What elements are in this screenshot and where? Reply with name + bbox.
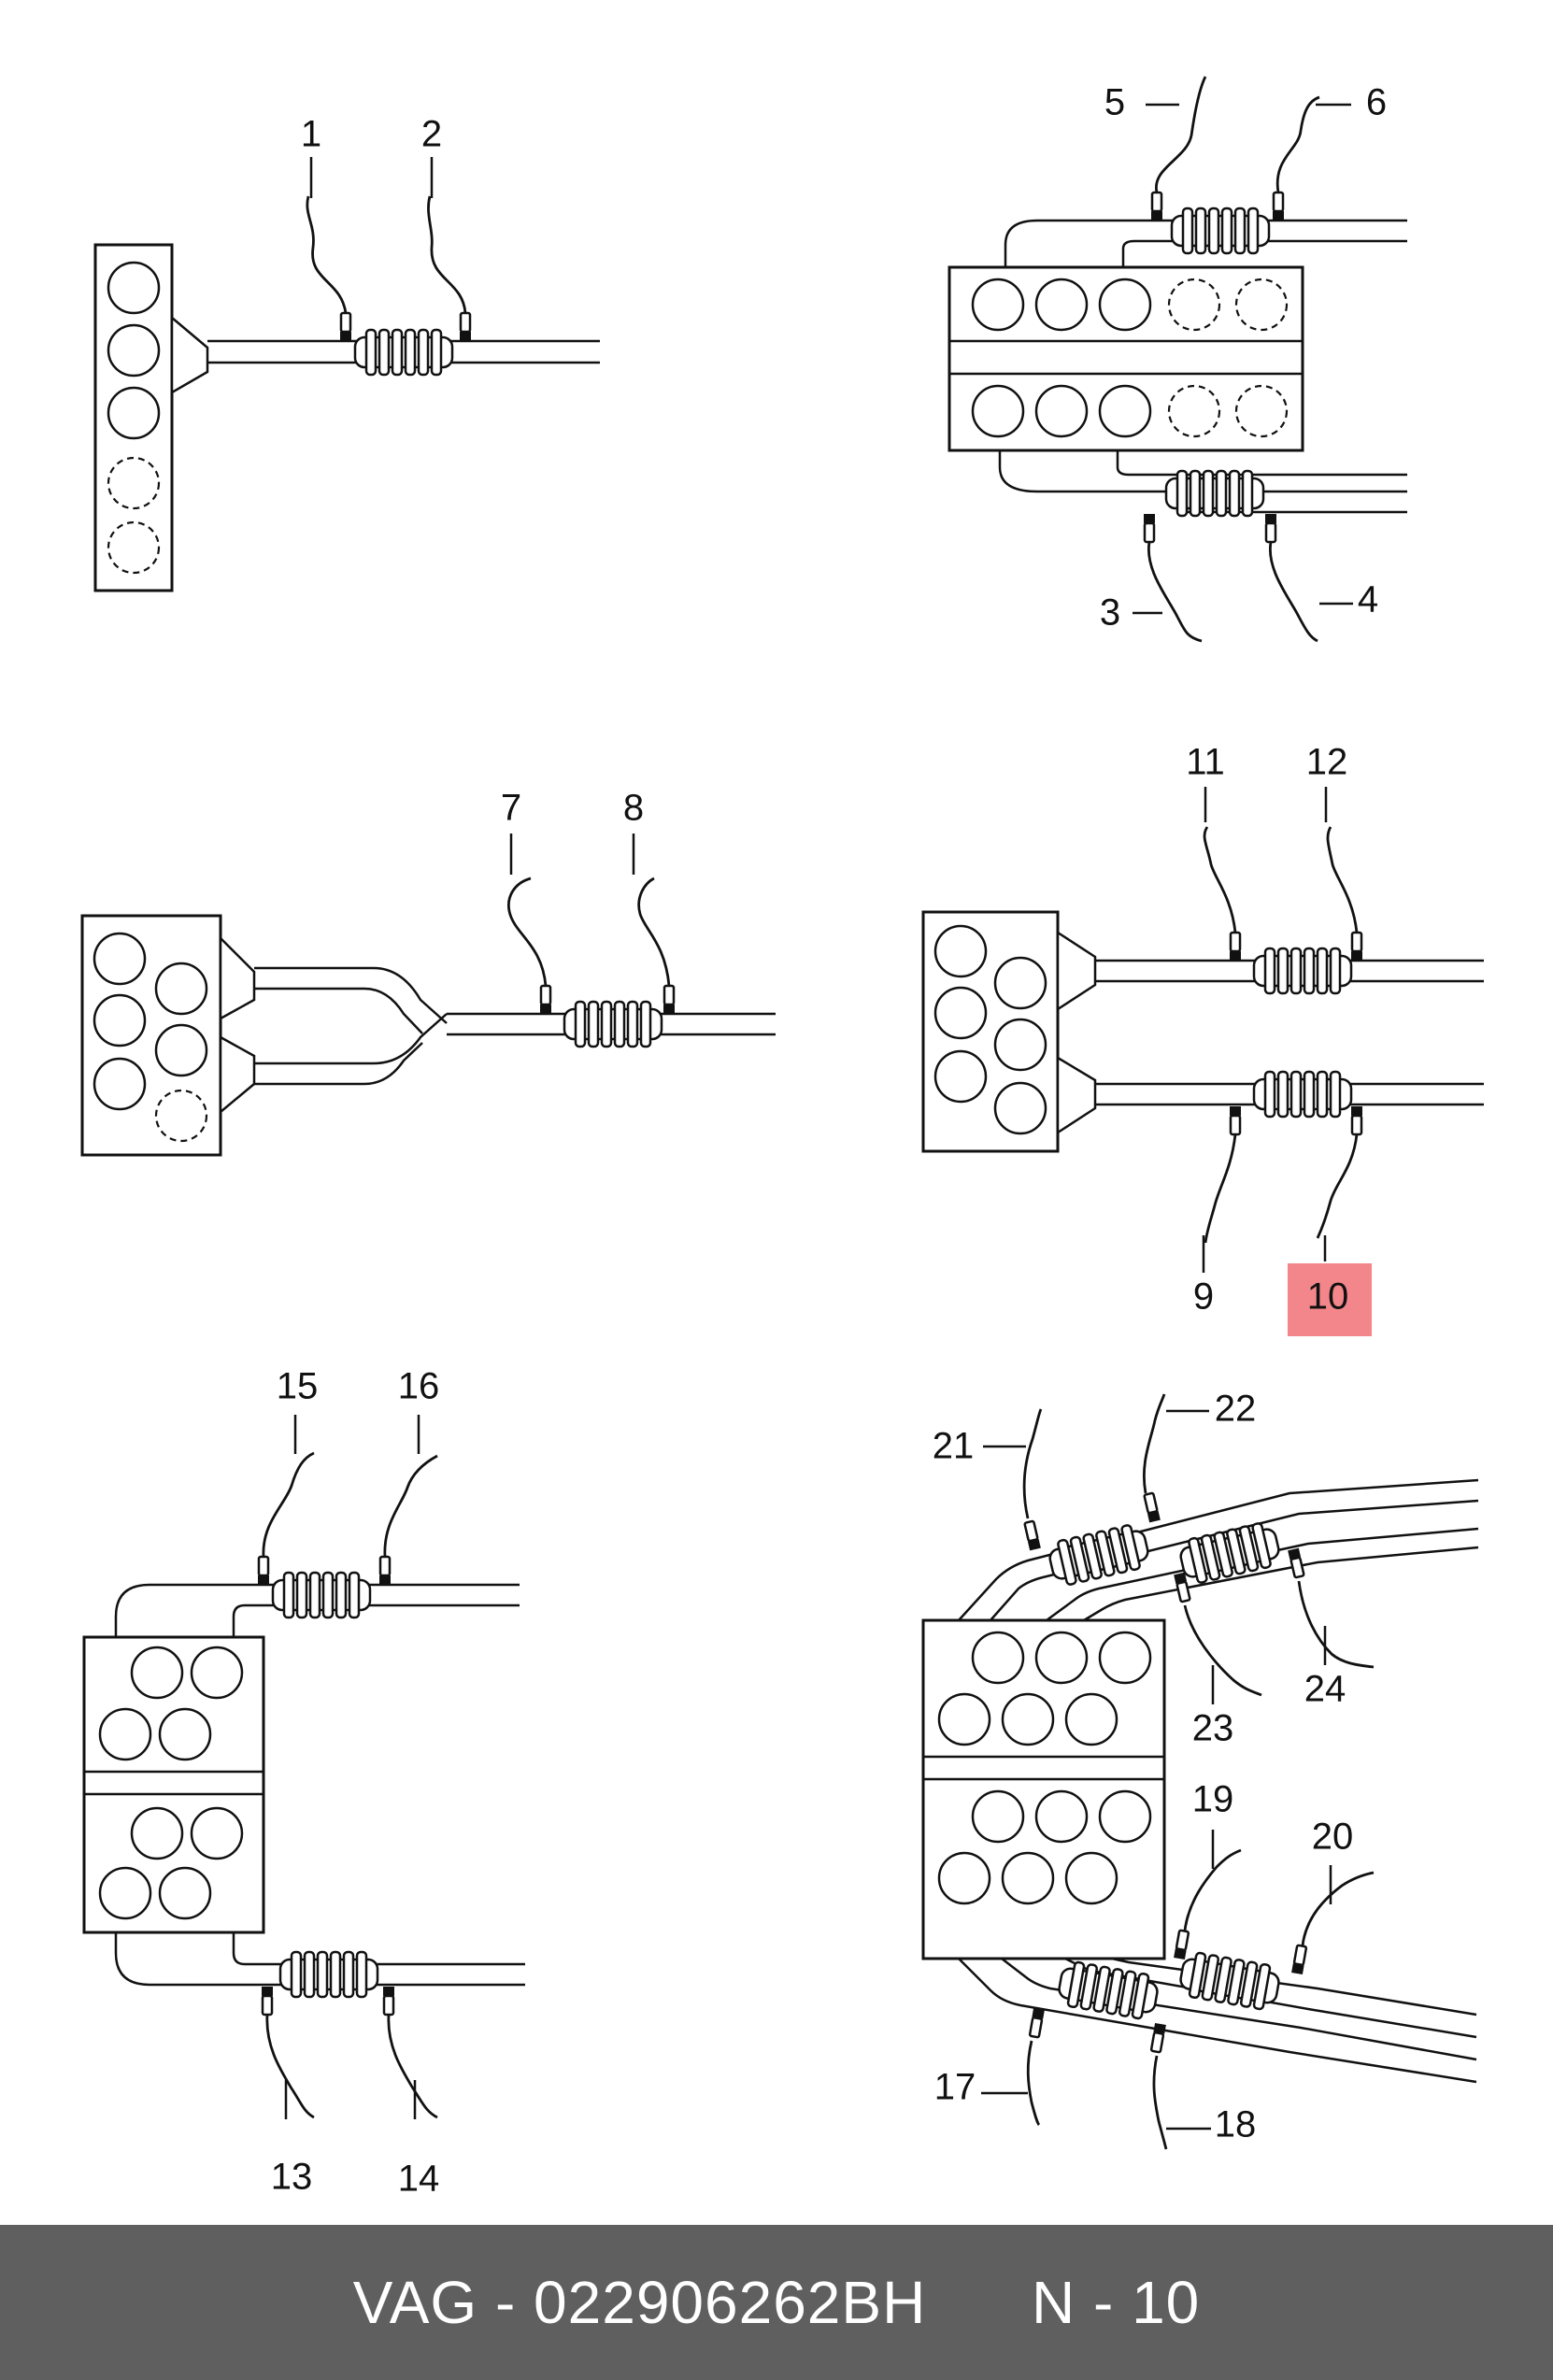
callout-23: 23	[1192, 1708, 1234, 1749]
callout-12: 12	[1306, 742, 1348, 783]
footer-part-number: 022906262BH	[534, 2269, 927, 2336]
callout-4: 4	[1358, 579, 1378, 620]
callout-1: 1	[301, 114, 321, 155]
callout-24: 24	[1304, 1669, 1346, 1710]
highlight-box	[1288, 1263, 1372, 1336]
callout-11: 11	[1186, 742, 1225, 783]
callout-6: 6	[1366, 82, 1387, 123]
diagram-vr6-single-cat	[80, 834, 776, 1157]
callout-19: 19	[1192, 1779, 1234, 1820]
callout-7: 7	[501, 788, 521, 829]
callout-9: 9	[1193, 1276, 1214, 1318]
diagram-inline-3cyl	[93, 157, 600, 592]
callout-22: 22	[1215, 1389, 1257, 1430]
diagram-v10	[947, 76, 1407, 643]
diagram-v6-quad-cat	[921, 1393, 1479, 2150]
callout-3: 3	[1100, 592, 1120, 634]
callout-15: 15	[277, 1366, 319, 1407]
diagram-vr6-dual-cat	[921, 787, 1484, 1273]
footer-separator: -	[494, 2269, 517, 2336]
diagram-v6	[82, 1415, 525, 2119]
callout-20: 20	[1312, 1817, 1354, 1858]
callout-16: 16	[398, 1366, 440, 1407]
callout-18: 18	[1215, 2104, 1257, 2145]
callout-14: 14	[398, 2159, 440, 2200]
callout-2: 2	[421, 114, 442, 155]
callout-8: 8	[623, 788, 644, 829]
footer-position-code: N - 10	[1031, 2269, 1201, 2336]
callout-5: 5	[1104, 82, 1125, 123]
exhaust-sensor-diagram: 1 2 5 6	[80, 76, 1484, 2200]
callout-10-highlighted[interactable]: 10	[1307, 1276, 1349, 1318]
callout-21: 21	[933, 1426, 975, 1467]
callout-13: 13	[271, 2157, 313, 2198]
footer-brand: VAG	[352, 2269, 478, 2336]
footer-bar: VAG - 022906262BH N - 10	[0, 2225, 1553, 2380]
callout-17: 17	[934, 2067, 976, 2108]
